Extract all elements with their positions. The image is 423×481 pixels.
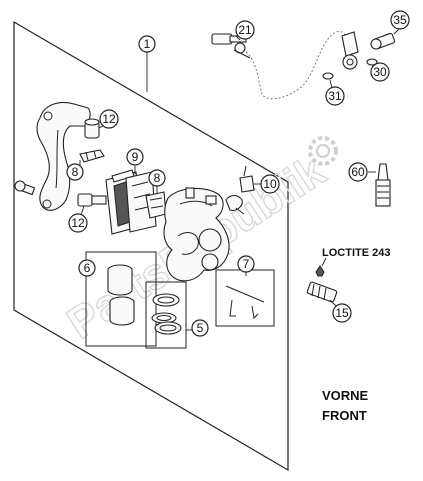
callout-30: 30 [370, 62, 390, 82]
callout-35: 35 [390, 10, 410, 30]
washer-part-30 [366, 58, 378, 66]
gear-icon [308, 136, 338, 166]
svg-text:12: 12 [102, 112, 116, 126]
svg-text:30: 30 [373, 65, 387, 79]
svg-text:31: 31 [328, 89, 342, 103]
callout-8-right: 8 [148, 169, 166, 187]
svg-text:12: 12 [71, 216, 85, 230]
screw-part-15 [306, 281, 338, 303]
callout-8-left: 8 [66, 163, 84, 181]
banjo-fitting [341, 31, 359, 70]
svg-text:9: 9 [132, 150, 139, 164]
brake-hose [245, 31, 349, 100]
svg-text:15: 15 [335, 306, 349, 320]
bleed-screw-part-10 [225, 165, 255, 215]
loctite-label: LOCTITE 243 [322, 247, 390, 259]
pad-spring-clip-part-8-left [79, 149, 105, 163]
callout-12-bottom: 12 [68, 213, 88, 233]
front-label-line1: VORNE [322, 388, 369, 403]
caliper-housing [163, 187, 230, 282]
guide-pin-part-12-bottom [77, 193, 107, 207]
svg-text:10: 10 [263, 177, 277, 191]
loctite-drop-icon [315, 265, 325, 277]
svg-text:7: 7 [243, 257, 250, 271]
callout-10: 10 [260, 174, 280, 194]
svg-text:5: 5 [197, 321, 204, 335]
pistons-part-6 [85, 251, 157, 347]
callout-6: 6 [78, 259, 96, 277]
callout-31: 31 [325, 86, 345, 106]
callout-9: 9 [126, 148, 144, 166]
svg-text:1: 1 [144, 37, 151, 51]
bolt-part-35 [370, 32, 396, 50]
callout-21: 21 [235, 20, 255, 40]
svg-text:60: 60 [351, 165, 365, 179]
bushing-part-12-top [84, 118, 100, 139]
pad-spring-part-8-right [145, 191, 167, 219]
svg-text:21: 21 [238, 23, 252, 37]
svg-text:8: 8 [72, 165, 79, 179]
callout-7: 7 [237, 255, 255, 273]
front-label-line2: FRONT [322, 408, 367, 423]
svg-text:6: 6 [84, 261, 91, 275]
svg-text:35: 35 [393, 13, 407, 27]
callout-15: 15 [332, 303, 352, 323]
callout-5: 5 [191, 319, 209, 337]
seal-kit-part-5 [145, 281, 187, 349]
caliper-bracket [36, 101, 91, 211]
callout-12-top: 12 [99, 109, 119, 129]
svg-text:8: 8 [154, 171, 161, 185]
callout-60: 60 [348, 162, 368, 182]
brake-fluid-bottle-part-60 [375, 163, 391, 207]
callout-1: 1 [138, 35, 156, 53]
assembly-panel [13, 20, 289, 472]
washer-part-31 [322, 72, 334, 80]
brake-pads-part-9 [105, 169, 157, 235]
bracket-bolt [14, 180, 36, 196]
banjo-bolt-part-21 [211, 33, 251, 59]
